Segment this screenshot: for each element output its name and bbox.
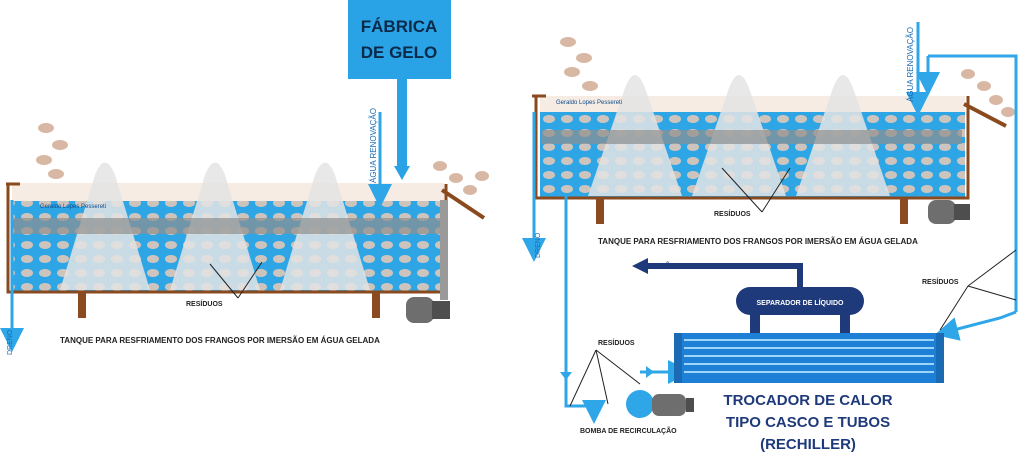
left-caption: TANQUE PARA RESFRIAMENTO DOS FRANGOS POR…: [60, 336, 380, 345]
left-tank: [0, 0, 489, 352]
right-tank-rim: [534, 96, 970, 200]
left-leg: [372, 292, 380, 318]
left-residues-pointer: [237, 261, 263, 299]
valve-icon: [560, 372, 572, 380]
pump-label: BOMBA DE RECIRCULAÇÃO: [580, 426, 677, 435]
exchanger-title: (RECHILLER): [760, 436, 856, 453]
ammonia-arrow-icon: [632, 258, 648, 274]
exchanger-title: TROCADOR DE CALOR: [723, 392, 892, 409]
right-residues-pointer: [761, 167, 791, 213]
separator-vessel: [736, 287, 864, 315]
valve-icon: [646, 366, 654, 378]
exchanger-title: TIPO CASCO E TUBOS: [726, 414, 890, 431]
recirculation-loop: [560, 54, 1018, 424]
recirculation-pump: [626, 390, 694, 418]
separator-label: SEPARADOR DE LÍQUIDO: [757, 298, 845, 307]
right-motor: [928, 200, 956, 224]
ice-factory-title: FÁBRICA: [361, 17, 438, 36]
left-motor-column: [440, 200, 448, 300]
ammonia-label: AMÔNIA: [652, 262, 685, 271]
left-watermark: Geraldo Lopes Pessereti: [40, 204, 106, 210]
exchanger-shell: [680, 333, 938, 383]
left-residues-label: RESÍDUOS: [186, 299, 223, 308]
right-shaft: [542, 130, 962, 144]
right-leg: [900, 198, 908, 224]
chickens-entry: [36, 123, 489, 195]
right-tank-residues-label: RESÍDUOS: [714, 209, 751, 218]
left-drain-label: DRENO: [7, 329, 14, 355]
right-exit-chute: [963, 102, 1007, 128]
left-renewal-label: ÁGUA RENOVAÇÃO: [369, 108, 378, 183]
right-watermark: Geraldo Lopes Pessereti: [556, 100, 622, 106]
left-leg: [78, 292, 86, 318]
right-residues-label: RESÍDUOS: [922, 277, 959, 286]
ammonia-line: [648, 263, 803, 287]
liquid-separator: [632, 258, 864, 335]
shell-and-tube-exchanger: [674, 333, 944, 383]
exchanger-inlet-pipe: [934, 310, 1017, 341]
ice-factory-box: [348, 0, 451, 79]
right-renewal-label: ÁGUA RENOVAÇÃO: [906, 27, 915, 102]
right-caption: TANQUE PARA RESFRIAMENTO DOS FRANGOS POR…: [598, 237, 918, 246]
return-pipe: [928, 54, 1018, 312]
right-leg: [596, 198, 604, 224]
left-motor: [406, 297, 434, 323]
ice-factory-title: DE GELO: [361, 43, 438, 62]
chickens-entry: [560, 37, 1015, 117]
left-shaft: [14, 218, 442, 234]
pump-residues-label: RESÍDUOS: [598, 338, 635, 347]
left-exit-chute: [440, 188, 486, 220]
right-drain-label: DRENO: [535, 232, 542, 258]
right-tank: [522, 22, 1015, 262]
